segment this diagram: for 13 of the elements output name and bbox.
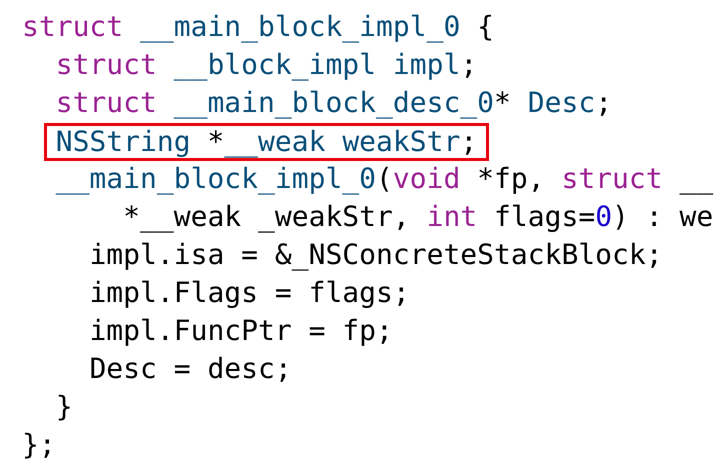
code-line: impl.Flags = flags; — [89, 276, 410, 310]
code-line: }; — [22, 428, 56, 460]
code-line: impl.isa = &_NSConcreteStackBlock; — [89, 238, 663, 272]
code-line: *__weak _weakStr, int flags=0) : we — [123, 200, 714, 234]
code-line: } — [56, 390, 73, 424]
code-line: struct __block_impl impl; — [56, 48, 478, 82]
code-line: impl.FuncPtr = fp; — [89, 314, 393, 348]
code-line: NSString *__weak weakStr; — [54, 126, 478, 158]
code-line: Desc = desc; — [89, 352, 292, 386]
code-line: struct __main_block_desc_0* Desc; — [56, 86, 612, 120]
highlight-box — [44, 123, 490, 161]
code-line: __main_block_impl_0(void *fp, struct __ — [56, 162, 714, 196]
code-line: struct __main_block_impl_0 { — [22, 10, 494, 44]
